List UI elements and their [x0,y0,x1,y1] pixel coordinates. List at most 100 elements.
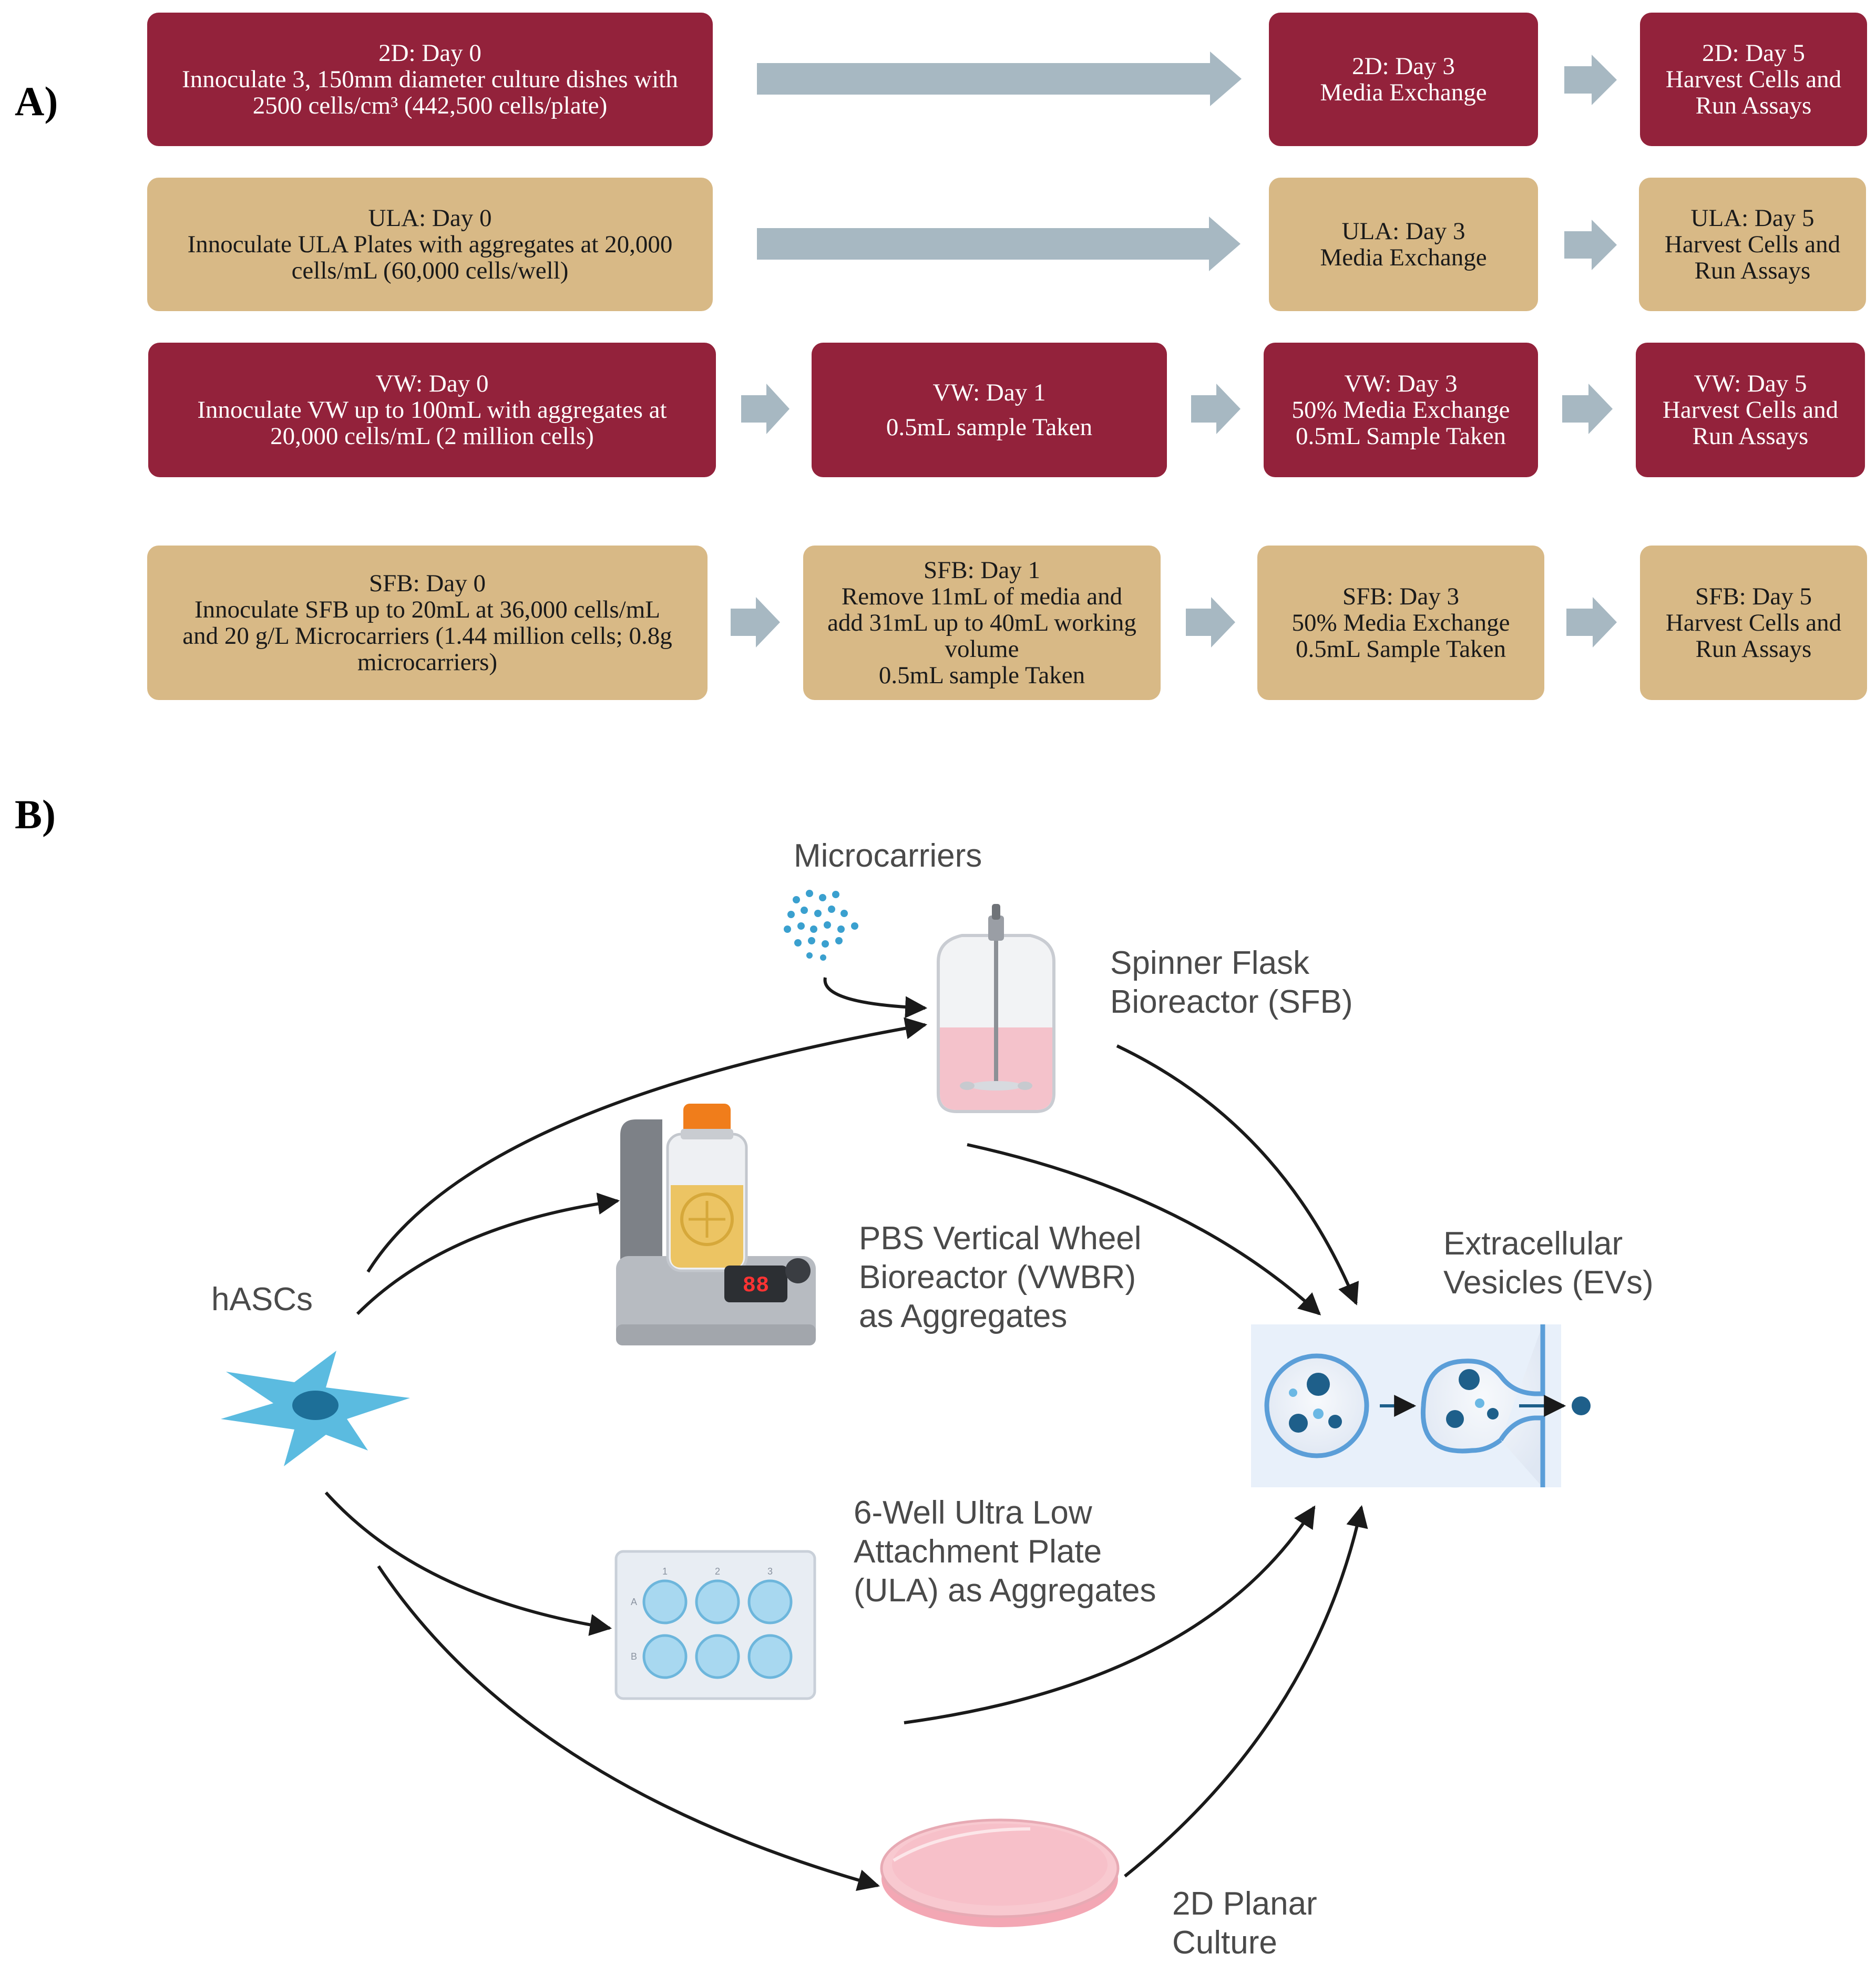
step-text: 20,000 cells/mL (2 million cells) [270,423,594,450]
spinner-flask-icon [937,904,1055,1113]
step-text: Media Exchange [1320,79,1487,106]
step-sfb-day1: SFB: Day 1 Remove 11mL of media and add … [803,546,1161,700]
well-label: 1 [662,1566,668,1577]
flow-arrow [1564,55,1617,105]
label-line: PBS Vertical Wheel [859,1220,1142,1257]
flow-arrow [1566,597,1617,647]
step-text: Innoculate SFB up to 20mL at 36,000 cell… [194,596,660,623]
step-text: Media Exchange [1320,244,1487,271]
process-arrow [1124,1505,1368,1878]
label-line: Attachment Plate [854,1534,1102,1570]
process-arrow [377,1565,880,1891]
step-text: Harvest Cells and [1665,66,1842,93]
process-arrow [356,1192,620,1315]
process-arrows [324,977,1368,1891]
step-text: 2D: Day 5 [1702,39,1805,67]
microcarriers-icon [784,890,858,961]
well-label: B [631,1651,637,1662]
step-text: VW: Day 0 [375,370,489,397]
microcarriers-label: Microcarriers [794,838,982,874]
label-line: Extracellular [1443,1226,1623,1262]
step-text: Run Assays [1695,635,1812,663]
process-arrow [366,1017,928,1273]
process-arrow [967,1143,1321,1315]
well-label: A [631,1597,637,1607]
label-line: (ULA) as Aggregates [854,1572,1156,1609]
step-text: 2500 cells/cm³ (442,500 cells/plate) [252,92,608,119]
step-text: volume [945,635,1019,663]
flow-arrow [1191,384,1241,434]
process-arrow [823,977,928,1019]
vertical-wheel-bioreactor-icon: 88 [616,1104,816,1345]
step-text: add 31mL up to 40mL working [827,609,1136,636]
step-text: VW: Day 1 [932,379,1046,406]
flow-arrow [731,597,780,647]
step-text: 50% Media Exchange [1291,396,1510,424]
planar-label: 2D Planar Culture [1172,1885,1317,1962]
step-text: SFB: Day 1 [924,557,1040,584]
step-text: Innoculate 3, 150mm diameter culture dis… [182,66,678,93]
step-text: 2D: Day 3 [1352,53,1455,80]
label-line: 6-Well Ultra Low [854,1495,1092,1531]
hascs-label: hASCs [211,1281,313,1318]
flow-arrow [757,52,1242,106]
step-text: 0.5mL Sample Taken [1295,635,1506,663]
step-ula-day0: ULA: Day 0 Innoculate ULA Plates with ag… [147,178,713,311]
cell-icon [221,1351,410,1466]
label-line: Bioreactor (VWBR) [859,1259,1136,1295]
step-vw-day0: VW: Day 0 Innoculate VW up to 100mL with… [148,343,716,477]
step-text: ULA: Day 0 [368,204,492,232]
step-text: Innoculate VW up to 100mL with aggregate… [197,396,667,424]
step-2d-day0: 2D: Day 0 Innoculate 3, 150mm diameter c… [147,13,713,146]
label-line: Vesicles (EVs) [1443,1264,1654,1301]
label-line: Culture [1172,1925,1277,1961]
step-sfb-day0: SFB: Day 0 Innoculate SFB up to 20mL at … [147,546,708,700]
step-text: 50% Media Exchange [1291,609,1510,636]
label-line: Bioreactor (SFB) [1110,984,1353,1020]
label-line: as Aggregates [859,1298,1068,1334]
ula-plate-icon: 1 2 3 A B [614,1550,816,1700]
vwbr-label: PBS Vertical Wheel Bioreactor (VWBR) as … [859,1219,1142,1336]
process-arrow [324,1491,612,1636]
panel-b-label: B) [15,791,56,837]
panel-a-arrows [731,52,1617,647]
step-vw-day5: VW: Day 5 Harvest Cells and Run Assays [1636,343,1865,477]
step-text: Harvest Cells and [1665,609,1842,636]
step-text: VW: Day 3 [1344,370,1458,397]
step-text: 0.5mL sample Taken [886,414,1093,441]
step-text: SFB: Day 0 [369,570,486,597]
step-text: cells/mL (60,000 cells/well) [291,257,569,284]
step-text: VW: Day 5 [1694,370,1807,397]
petri-dish-icon [880,1818,1120,1927]
process-arrow [1116,1044,1359,1305]
flow-arrow [1564,220,1617,270]
step-text: Run Assays [1692,423,1809,450]
well-label: 3 [767,1566,773,1577]
extracellular-vesicle-icon [1251,1324,1591,1487]
step-2d-day3: 2D: Day 3 Media Exchange [1269,13,1538,146]
flow-arrow [1562,384,1613,434]
step-text: Run Assays [1694,257,1811,284]
step-vw-day1: VW: Day 1 0.5mL sample Taken [812,343,1167,477]
step-text: ULA: Day 3 [1341,218,1465,245]
step-text: Innoculate ULA Plates with aggregates at… [187,231,673,258]
step-text: SFB: Day 5 [1695,583,1812,610]
bioreactor-display: 88 [743,1273,769,1298]
flow-arrow [1186,597,1235,647]
step-text: Run Assays [1695,92,1812,119]
step-text: and 20 g/L Microcarriers (1.44 million c… [182,622,672,650]
step-text: 2D: Day 0 [378,39,481,67]
step-ula-day3: ULA: Day 3 Media Exchange [1269,178,1538,311]
step-text: Remove 11mL of media and [841,583,1123,610]
step-text: Harvest Cells and [1662,396,1839,424]
sfb-label: Spinner Flask Bioreactor (SFB) [1110,944,1353,1022]
panel-a-label: A) [15,78,58,124]
well-label: 2 [715,1566,720,1577]
step-text: ULA: Day 5 [1690,204,1815,232]
process-arrow [904,1505,1316,1724]
label-line: 2D Planar [1172,1886,1317,1922]
step-text: SFB: Day 3 [1342,583,1459,610]
flow-arrow [741,384,790,434]
